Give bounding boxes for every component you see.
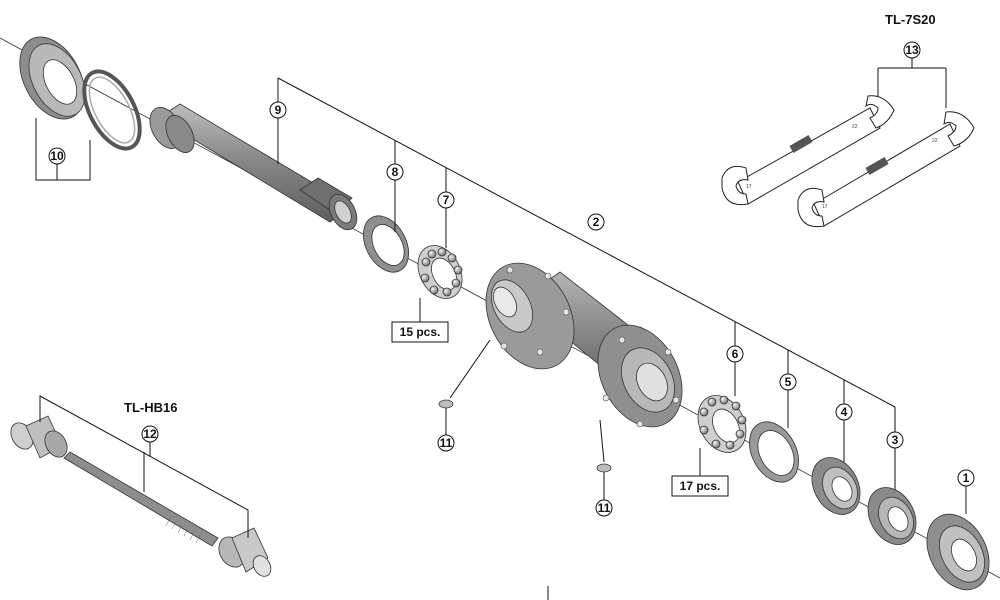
callout-12: 12 [39,395,249,538]
callout-10-number: 10 [50,149,64,163]
ball-quantity-right-label: 17 pcs. [680,479,721,493]
cone-wrench-b: 22 17 [797,111,975,228]
callout-9: 9 [269,101,287,119]
part-11-dust-cap-left [438,339,491,409]
callout-1-number: 1 [963,471,970,485]
callout-7-number: 7 [443,193,450,207]
part-10-lockring [19,36,142,151]
callout-2: 2 [587,213,605,231]
callout-9-number: 9 [275,103,282,117]
ball-quantity-left: 15 pcs. [391,298,449,343]
callout-5-number: 5 [785,375,792,389]
callout-11-right-number: 11 [598,501,611,515]
part-3-locknut [867,487,917,545]
callout-11-right: 11 [595,472,613,517]
part-2-hub-body [485,262,683,428]
wrench-a-size-small: 17 [746,184,752,190]
callout-10: 10 [35,118,91,181]
callout-11-left-number: 11 [440,436,453,450]
callout-13: 13 [877,41,947,108]
wrench-a-size-large: 22 [852,124,858,130]
callout-4-number: 4 [841,405,848,419]
callout-13-number: 13 [905,43,919,57]
leader-lines-main [277,77,967,514]
cone-wrench-a: 22 17 [721,95,895,206]
callout-6: 6 [726,345,744,363]
callout-6-number: 6 [732,347,739,361]
part-8-seal [363,215,409,273]
tool-label-tl-hb16: TL-HB16 [124,400,177,415]
wrench-b-size-small: 17 [822,204,828,210]
callout-7: 7 [437,191,455,209]
callout-1: 1 [957,469,975,487]
callout-2-number: 2 [593,215,600,229]
callout-8-number: 8 [392,165,399,179]
ball-quantity-right: 17 pcs. [671,448,729,497]
tool-label-tl-7s20: TL-7S20 [885,12,936,27]
wrench-b-size-large: 22 [932,138,938,144]
callout-3: 3 [886,431,904,449]
ball-quantity-left-label: 15 pcs. [400,325,441,339]
callout-11-left: 11 [437,408,455,452]
callout-4: 4 [835,403,853,421]
part-6-ball-retainer [697,395,747,453]
part-11-dust-cap-right [596,419,612,473]
part-5-seal [749,421,799,483]
callout-8: 8 [386,163,404,181]
callout-3-number: 3 [892,433,899,447]
part-9-axle [149,103,358,231]
hub-tool-tl-hb16 [10,415,272,577]
callout-12-number: 12 [143,427,157,441]
part-7-ball-retainer [417,245,463,299]
part-4-cone [811,457,861,515]
part-1-endcap [926,513,990,591]
callout-5: 5 [779,373,797,391]
